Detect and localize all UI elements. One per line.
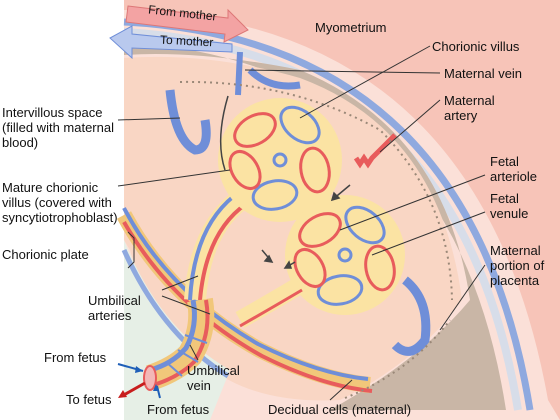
myometrium-label: Myometrium: [315, 20, 387, 35]
septum-left: [165, 89, 211, 155]
from-fetus-bottom-label: From fetus: [147, 402, 210, 417]
intervillous-space-label: Intervillous space (filled with maternal…: [2, 105, 114, 150]
maternal-artery-label: Maternal artery: [444, 93, 495, 123]
mature-villus-label: Mature chorionic villus (covered with sy…: [2, 180, 118, 225]
maternal-vein-label: Maternal vein: [444, 66, 523, 81]
decidual-cell-lining-lower: [344, 319, 451, 399]
chorionic-plate-vein: [122, 207, 369, 381]
chorionic-plate-label: Chorionic plate: [2, 247, 89, 262]
amnion-edge: [121, 248, 230, 379]
chorionic-villus-label: Chorionic villus: [432, 39, 520, 54]
fetal-arteriole-label: Fetal arteriole: [490, 154, 537, 184]
chorionic-plate-band: [116, 211, 371, 393]
lower-villus-capillaries: [293, 205, 396, 306]
flow-arrows: [219, 95, 351, 269]
umbilical-arteries-label: Umbilical arteries: [88, 293, 141, 323]
lower-stem-vessel: [239, 288, 303, 328]
uterine-wall-outer: [123, 18, 534, 411]
maternal-portion-label: Maternal portion of placenta: [490, 243, 545, 288]
cord-twists: [165, 334, 208, 377]
umbilical-cord: [145, 297, 215, 391]
from-mother-arrow: [125, 5, 249, 43]
myometrium-band: [124, 0, 560, 420]
maternal-vein-vessel: [235, 51, 243, 96]
lower-villus-stem: [235, 277, 305, 328]
fetal-venule-label: Fetal venule: [490, 191, 529, 221]
septum-right: [391, 276, 431, 356]
cord-cut-end: [143, 365, 157, 391]
upper-villus-capillaries: [228, 105, 331, 211]
leader-lines: [117, 45, 486, 401]
fetus-arrows: [117, 363, 161, 399]
septum-top: [247, 67, 301, 90]
umbilical-vein-label: Umbilical vein: [187, 363, 240, 393]
chorionic-plate-artery: [122, 221, 373, 393]
from-fetus-top-label: From fetus: [44, 350, 107, 365]
to-mother-arrow: [109, 25, 233, 60]
umbilical-vein-strand: [149, 299, 197, 373]
umbilical-artery-strand: [149, 299, 210, 388]
decidua-basalis: [124, 42, 506, 410]
decidual-cells-label: Decidual cells (maternal): [268, 402, 412, 417]
to-fetus-label: To fetus: [66, 392, 112, 407]
to-mother-label: To mother: [159, 32, 214, 50]
